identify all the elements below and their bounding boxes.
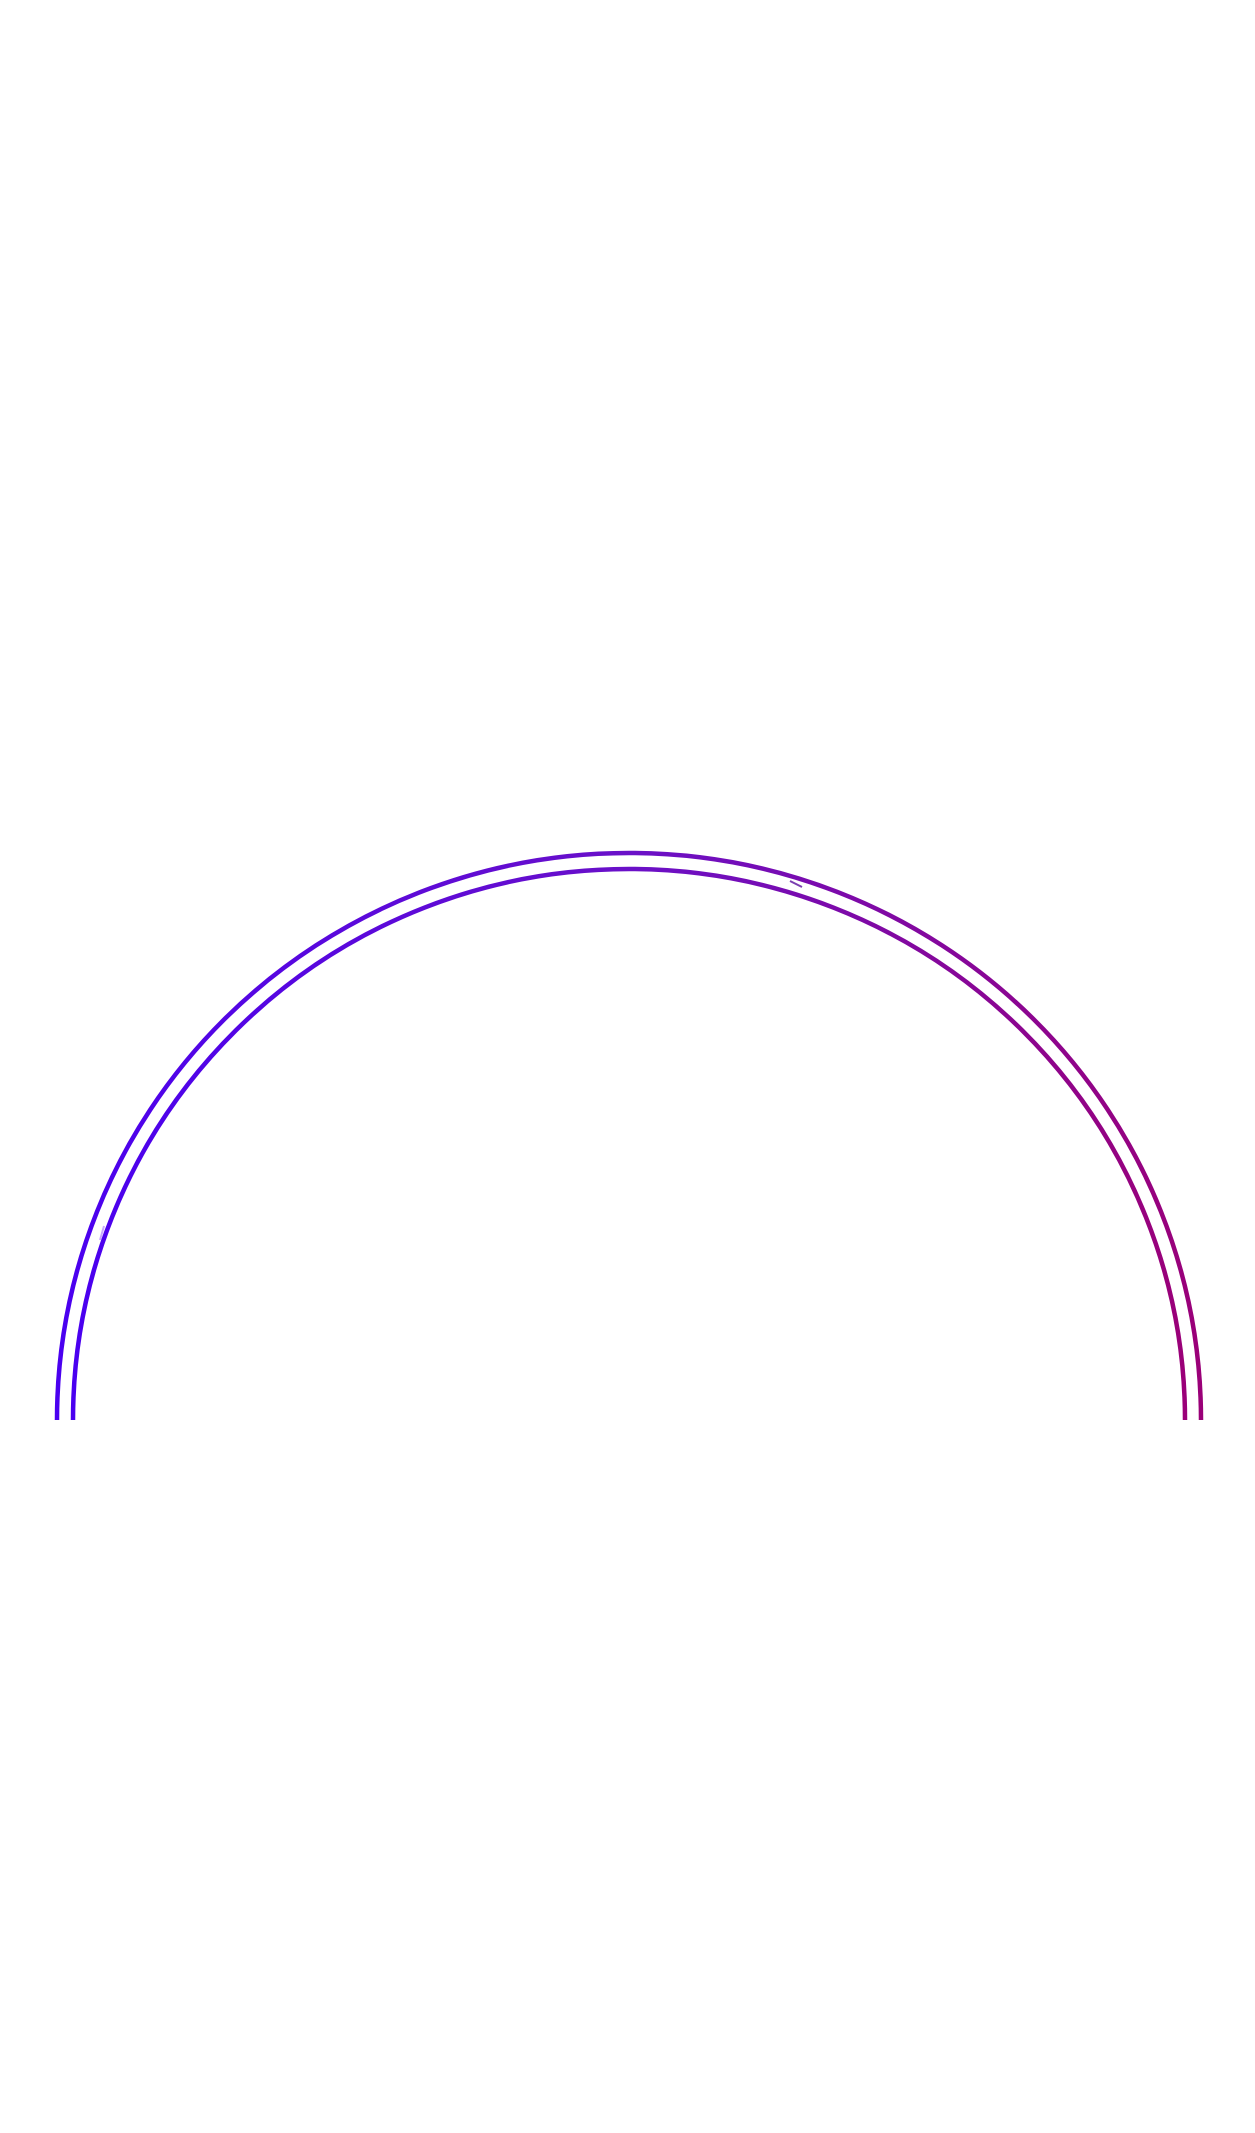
arc-glint-top [789, 880, 803, 888]
inner-arc [70, 866, 1188, 1421]
outer-arc [54, 850, 1204, 1421]
arc-glint-left [99, 1225, 105, 1241]
